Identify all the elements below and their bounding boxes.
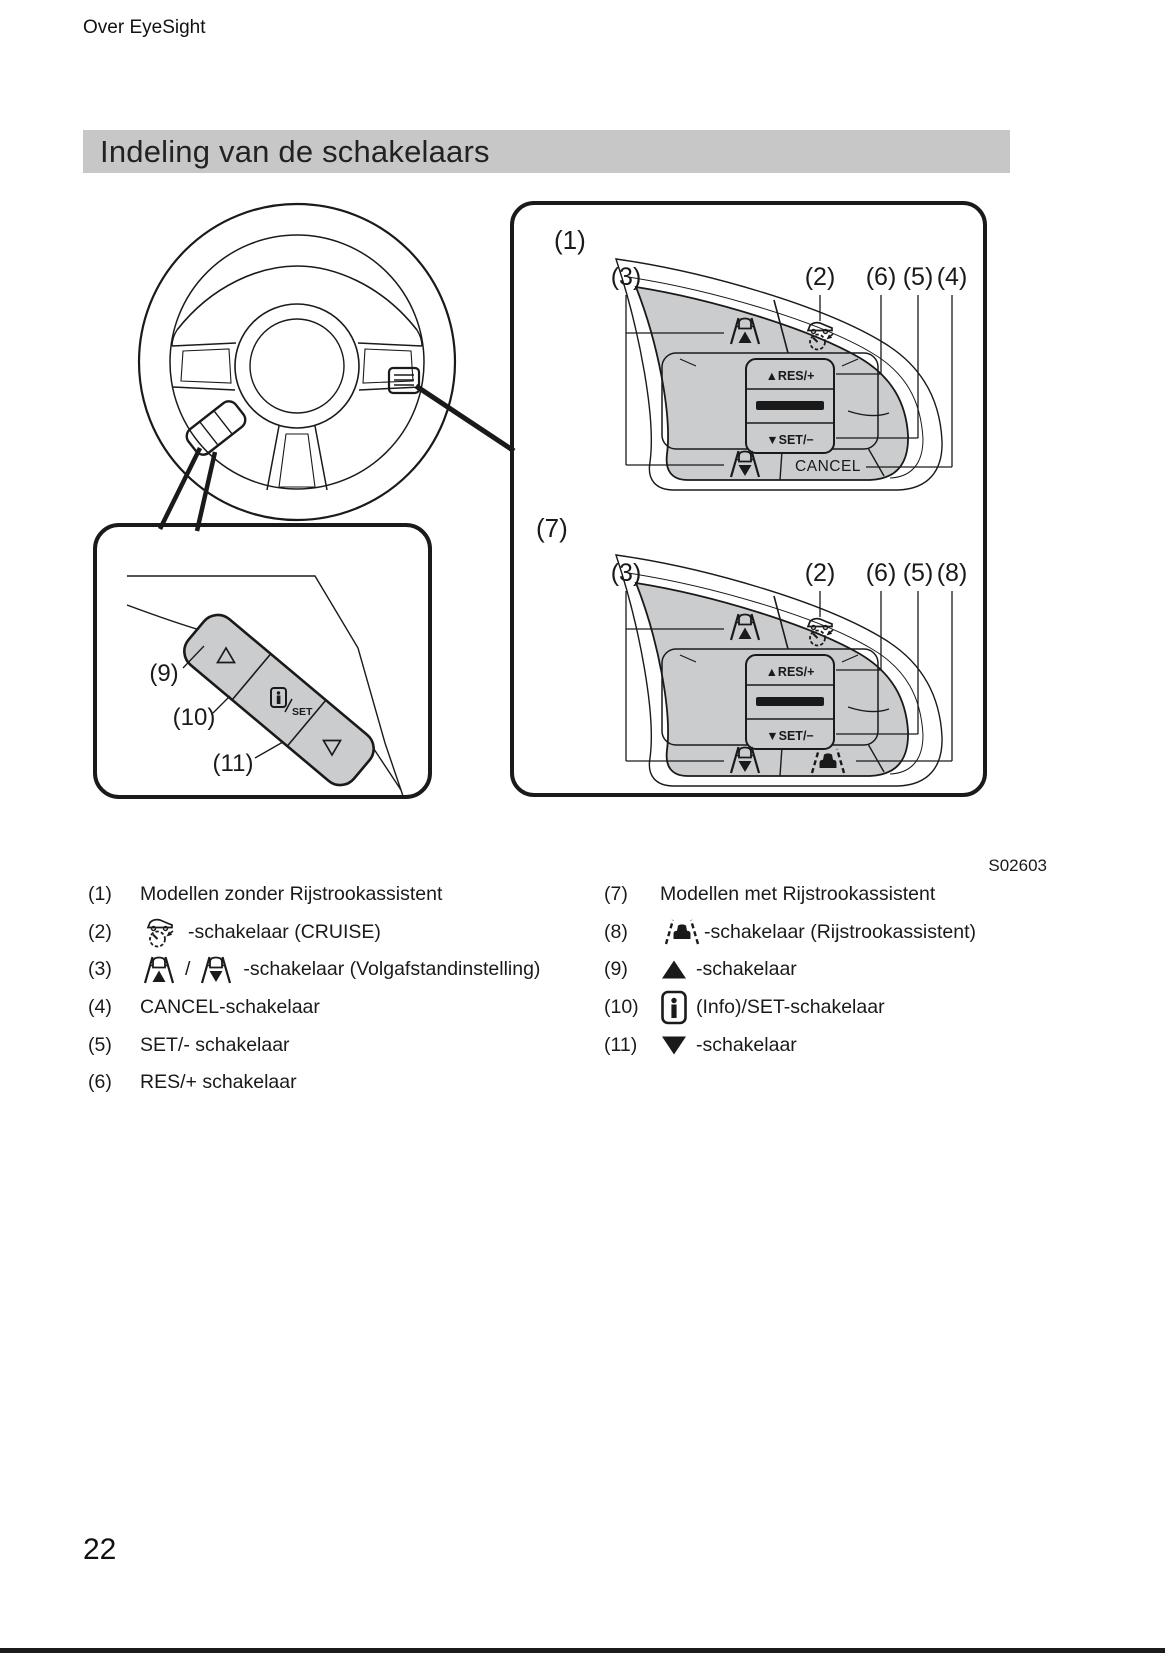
stalk-info-set-button-icon: SET	[270, 687, 313, 718]
callout-5: (5)	[903, 263, 934, 291]
res-set-rocker: ▲RES/+ ▼SET/−	[745, 358, 835, 454]
switch-panel-with-lane-assist: (7) ▲RES/+ ▼SET/−	[536, 513, 968, 787]
legend-item-7: (7) Modellen met Rijstrookassistent	[604, 883, 936, 906]
set-minus-button-label: ▼SET/−	[766, 729, 813, 743]
chapter-header: Over EyeSight	[83, 17, 206, 38]
legend-item-5: (5) SET/- schakelaar	[88, 1033, 290, 1056]
down-triangle-icon	[662, 1036, 686, 1055]
legend-left-column: (1) Modellen zonder Rijstrookassistent (…	[88, 876, 588, 1102]
callout-2: (2)	[805, 559, 836, 587]
cancel-button-label: CANCEL	[795, 458, 861, 475]
svg-text:SET: SET	[292, 706, 313, 718]
page-bottom-edge	[0, 1648, 1165, 1653]
panel-top-label: (1)	[554, 225, 586, 255]
callout-11: (11)	[213, 750, 254, 777]
res-plus-button-label: ▲RES/+	[766, 665, 815, 679]
leader-wheel-to-panel	[414, 383, 516, 454]
figure-svg: SET (9) (10) (11) (1) ▲R	[93, 201, 1047, 875]
legend-item-3: (3) / -schakelaar (Volgafstandinstelling…	[88, 951, 588, 989]
stalk-switch-drawing	[185, 400, 247, 456]
res-plus-button-label: ▲RES/+	[766, 369, 815, 383]
switch-layout-figure: SET (9) (10) (11) (1) ▲R	[83, 190, 1063, 882]
callout-5: (5)	[903, 559, 934, 587]
legend-item-4: (4) CANCEL-schakelaar	[88, 996, 320, 1019]
legend-item-1: (1) Modellen zonder Rijstrookassistent	[88, 883, 443, 906]
legend-item-8: (8) -schakelaar (Rijstrookassistent)	[604, 914, 1104, 952]
legend-item-11: (11) -schakelaar	[604, 1033, 797, 1056]
info-icon	[661, 990, 687, 1024]
steering-wheel-drawing	[137, 202, 457, 522]
callout-8: (8)	[937, 559, 968, 587]
up-triangle-icon	[662, 960, 686, 979]
legend-item-10: (10) (Info)/SET-schakelaar	[604, 989, 1104, 1027]
stalk-inset-box: SET (9) (10) (11)	[93, 523, 432, 799]
legend-item-6: (6) RES/+ schakelaar	[88, 1071, 297, 1094]
set-minus-button-label: ▼SET/−	[766, 433, 813, 447]
cruise-icon	[147, 918, 174, 948]
switch-panel-no-lane-assist: (1) ▲RES/+ ▼SET/− CANCEL	[554, 225, 968, 491]
callout-2: (2)	[805, 263, 836, 291]
following-distance-up-icon	[143, 955, 175, 985]
page-number: 22	[83, 1533, 117, 1566]
callout-10: (10)	[173, 704, 216, 731]
leader-stalk-to-inset	[157, 447, 218, 532]
callout-4: (4)	[937, 263, 968, 291]
switch-panels-box: (1) ▲RES/+ ▼SET/− CANCEL	[510, 201, 987, 797]
callout-6: (6)	[866, 263, 897, 291]
legend-item-9: (9) -schakelaar	[604, 958, 797, 981]
section-title-bar: Indeling van de schakelaars	[83, 130, 1010, 173]
callout-9: (9)	[149, 660, 178, 687]
res-set-rocker: ▲RES/+ ▼SET/−	[745, 654, 835, 750]
section-title: Indeling van de schakelaars	[100, 133, 490, 169]
following-distance-down-icon	[201, 955, 232, 985]
legend-right-column: (7) Modellen met Rijstrookassistent (8) …	[604, 876, 1104, 1064]
legend-item-2: (2) -schakelaar (CRUISE)	[88, 914, 588, 952]
figure-code: S02603	[988, 856, 1047, 875]
callout-3: (3)	[611, 559, 642, 587]
lane-assist-icon	[664, 919, 700, 946]
callout-3: (3)	[611, 263, 642, 291]
panel-bottom-label: (7)	[536, 513, 568, 543]
callout-6: (6)	[866, 559, 897, 587]
